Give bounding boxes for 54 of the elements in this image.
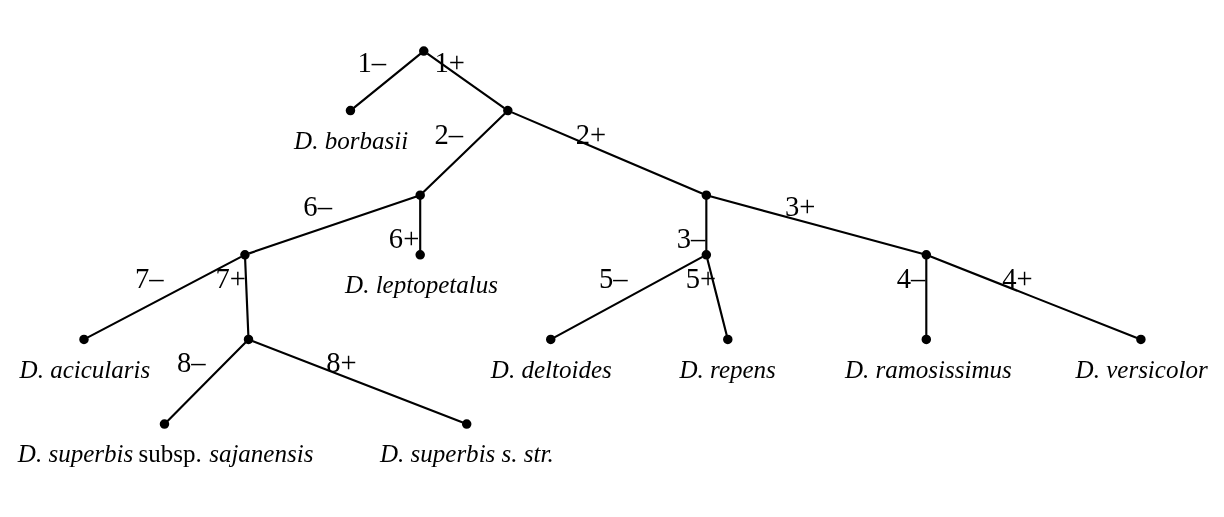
edge-label: 7– (134, 262, 164, 294)
edge-label: 4+ (1002, 262, 1033, 294)
node-circle (159, 418, 170, 429)
edge-label: 3+ (784, 190, 816, 222)
edge-label: 8– (177, 346, 206, 378)
connector (352, 52, 422, 109)
connector (929, 254, 1138, 339)
node-circle (723, 334, 733, 344)
edge-label: 6+ (388, 222, 420, 254)
edge-label: 1– (357, 46, 387, 78)
connector (705, 198, 708, 251)
connector (709, 194, 923, 255)
connector (553, 255, 703, 338)
node-label: D. versicolor (1075, 355, 1208, 383)
node-circle (243, 334, 254, 344)
node-circle (546, 334, 556, 344)
node-circle (415, 249, 425, 260)
edge-label: 7+ (215, 262, 246, 294)
edge-label: 5– (598, 262, 628, 294)
connector (426, 52, 505, 109)
node-circle (419, 45, 429, 56)
node-label: D. ramosissimus (844, 355, 1012, 383)
node-circle (701, 249, 712, 260)
edge-label: 8+ (326, 346, 357, 378)
node-circle (921, 249, 932, 260)
node-label: D. deltoides (490, 355, 612, 383)
node-label: D. superbis subsp. sajanensis (17, 439, 314, 467)
connector (87, 255, 242, 338)
node-label: D. repens (679, 355, 776, 383)
connector (248, 194, 417, 254)
connector (511, 110, 703, 194)
connector (925, 258, 928, 335)
edge-label: 2– (434, 118, 464, 150)
node-circle (503, 105, 513, 115)
node-circle (1136, 334, 1146, 344)
edge-label: 6– (303, 190, 332, 222)
node-label: D. borbasii (294, 126, 409, 154)
connector (422, 112, 506, 193)
node-circle (345, 105, 356, 115)
node-circle (701, 189, 712, 200)
node-circle (921, 334, 932, 344)
connector (706, 258, 728, 335)
edge-label: 1+ (434, 46, 465, 78)
node-circle (415, 189, 425, 200)
node-label: D. acicularis (19, 355, 151, 383)
connector (244, 258, 250, 335)
node-label: D. leptopetalus (345, 270, 498, 298)
connector (251, 339, 464, 424)
node-circle (240, 249, 250, 260)
connector (166, 341, 247, 422)
node-label: D. superbis s. str. (379, 439, 554, 467)
connector (419, 198, 422, 251)
node-circle (461, 418, 472, 429)
node-circle (79, 334, 89, 344)
